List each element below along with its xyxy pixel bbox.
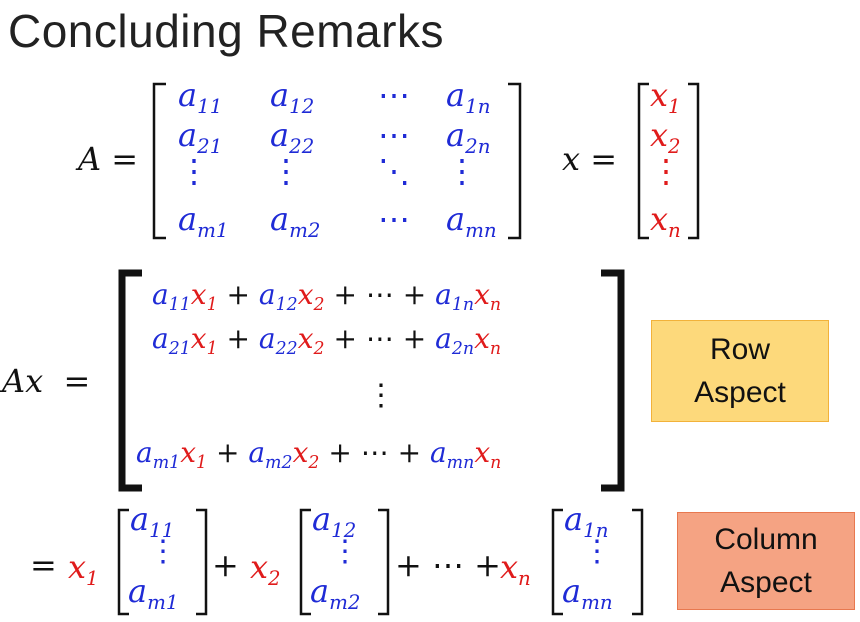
matrix-A-cell: ⋯	[378, 200, 410, 238]
sum-dots: + ⋯ +	[395, 546, 501, 584]
matrix-A-cell: a2n	[446, 116, 491, 158]
vector-x-right-bracket	[688, 82, 700, 240]
matrix-A-cell: ⋮	[270, 152, 302, 190]
matrix-A-cell: ⋮	[446, 152, 478, 190]
matrix-A-cell: ⋯	[378, 76, 410, 114]
matrix-A-right-bracket	[508, 82, 522, 240]
column-entry-bottom: am1	[128, 572, 179, 614]
column-coefficient: x1	[68, 548, 99, 590]
vector-x-entry: x1	[650, 76, 681, 118]
column-entry-top: a1n	[564, 500, 609, 542]
column-right-bracket	[378, 508, 390, 616]
plus-sign: +	[212, 546, 239, 584]
vector-x-entry: xn	[650, 200, 681, 242]
column-coefficient: xn	[500, 548, 531, 590]
column-entry-bottom: am2	[310, 572, 361, 614]
matrix-A-cell: a1n	[446, 76, 491, 118]
matrix-A-cell: a11	[178, 76, 223, 118]
column-coefficient: x2	[250, 548, 281, 590]
product-left-bracket	[118, 269, 142, 492]
matrix-A-cell: ⋮	[178, 152, 210, 190]
matrix-A-cell: a21	[178, 116, 223, 158]
product-row-vdots: ⋮	[366, 378, 396, 413]
matrix-A-cell: ⋯	[378, 116, 410, 154]
column-entry-vdots: ⋮	[148, 534, 178, 569]
row-aspect-line1: Row	[709, 332, 770, 366]
column-aspect-box: Column Aspect	[677, 512, 855, 610]
column-left-bracket	[299, 508, 311, 616]
column-aspect-line1: Column	[714, 522, 818, 556]
x-label: x =	[562, 140, 618, 178]
matrix-A-cell: amn	[446, 200, 497, 242]
matrix-A-cell: am1	[178, 200, 229, 242]
page-title: Concluding Remarks	[8, 5, 444, 57]
column-left-bracket	[551, 508, 563, 616]
matrix-A-cell: a12	[270, 76, 315, 118]
matrix-A-cell: a22	[270, 116, 315, 158]
Ax-label: Ax =	[2, 362, 91, 400]
column-entry-vdots: ⋮	[582, 534, 612, 569]
column-entry-vdots: ⋮	[330, 534, 360, 569]
column-right-bracket	[196, 508, 208, 616]
A-label: A =	[78, 140, 139, 178]
matrix-A-cell: am2	[270, 200, 321, 242]
matrix-A-cell: ⋱	[378, 152, 410, 190]
column-left-bracket	[117, 508, 129, 616]
matrix-A-left-bracket	[152, 82, 166, 240]
vector-x-left-bracket	[637, 82, 649, 240]
vector-x-entry: x2	[650, 116, 681, 158]
row-aspect-box: Row Aspect	[651, 320, 829, 422]
column-aspect-line2: Aspect	[720, 566, 812, 599]
vector-x-entry: ⋮	[650, 152, 682, 190]
column-entry-bottom: amn	[562, 572, 613, 614]
product-row: am1x1 + am2x2 + ⋯ + amnxn	[136, 436, 502, 474]
product-right-bracket	[601, 269, 625, 492]
column-equals: =	[30, 546, 57, 584]
product-row: a21x1 + a22x2 + ⋯ + a2nxn	[152, 322, 502, 360]
product-row: a11x1 + a12x2 + ⋯ + a1nxn	[152, 278, 502, 316]
column-right-bracket	[632, 508, 644, 616]
row-aspect-line2: Aspect	[694, 376, 786, 409]
column-entry-top: a12	[312, 500, 357, 542]
column-entry-top: a11	[130, 500, 175, 542]
